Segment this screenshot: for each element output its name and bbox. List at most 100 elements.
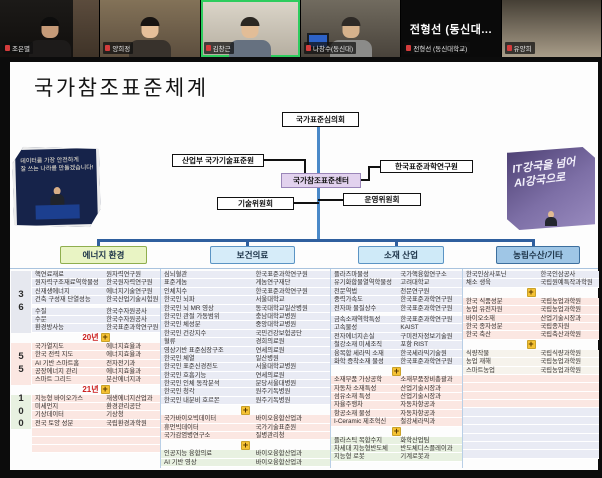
table-row (463, 433, 599, 443)
participant-video-3-active-speaker[interactable]: 김창근 (200, 0, 301, 57)
participant-video-5-camera-off[interactable]: 전형선 (동신대... 전형선 (동신대학교) (401, 0, 502, 57)
muted-mic-icon (506, 45, 512, 51)
standard-item: 혈류 (164, 338, 176, 346)
participant-video-4[interactable]: 나창수(동신대) (300, 0, 402, 57)
responsible-org: 한국표준과학연구원 (400, 296, 453, 304)
responsible-org: 한국표준과학연구원 (255, 271, 308, 278)
plus-marker: + (161, 440, 330, 450)
responsible-org: 바이오융합산업과 (255, 450, 302, 458)
responsible-org: 재생에너지산업과 (106, 394, 153, 402)
responsible-org: 국립농업과학원 (540, 306, 582, 314)
responsible-org: 국립농업과학원 (540, 366, 582, 374)
responsible-org: 원주기독병원 (255, 396, 291, 404)
plus-icon: + (100, 332, 110, 343)
responsible-org: 에너지효율과 (106, 342, 141, 350)
standard-item: 식량작물 (466, 349, 490, 357)
participant-video-2[interactable]: 양희정 (100, 0, 201, 57)
responsible-org: 중앙대학교병원 (255, 321, 297, 329)
participant-name: 유양희 (513, 46, 532, 53)
responsible-org: 국립축산과학원 (540, 331, 582, 339)
responsible-org: 국립식량과학원 (540, 349, 582, 357)
standard-item: 환경방사능 (35, 324, 64, 332)
responsible-org: 한국표준과학연구원 (400, 315, 453, 323)
responsible-org: 화학산업팀 (400, 436, 430, 444)
standard-item: 전국 토양 성분 (35, 419, 74, 427)
responsible-org: 한국표준과학연구원 (400, 304, 453, 312)
table-row (463, 391, 599, 401)
responsible-org: 일산병원 (255, 354, 279, 362)
responsible-org: 연세의료원 (255, 346, 285, 354)
table-row: 한국 축산 국립축산과학원 (463, 331, 599, 340)
plus-icon: + (392, 426, 401, 437)
participant-video-6[interactable]: 유양희 (501, 0, 602, 57)
category-header-materials-industry: 소재 산업 (358, 246, 444, 264)
plus-marker: + (331, 427, 462, 437)
table-row (463, 374, 599, 384)
standard-item: 기상데이터 (35, 411, 64, 419)
org-box-steering-committee: 운영위원회 (343, 193, 421, 206)
responsible-org: 한국표준과학연구원 (255, 287, 308, 295)
responsible-org: 소재부품장비총괄과 (400, 376, 453, 384)
org-box-national-standards-council: 국가표준심의회 (282, 112, 359, 127)
participant-video-1[interactable]: 조은별 (0, 0, 101, 57)
standard-item: 한국인 표준신경전도 (164, 363, 218, 371)
plus-icon: + (241, 439, 250, 450)
muted-mic-icon (406, 45, 412, 51)
participant-name-badge: 전형선 (동신대학교) (404, 42, 471, 54)
standard-item: 한국 전력 지도 (35, 351, 74, 359)
standard-item: 한국인 체열 (164, 354, 195, 362)
standard-item: 한국인 청각 (164, 388, 195, 396)
responsible-org: 철강세라믹과 (400, 418, 436, 426)
responsible-org: 기계로봇과 (400, 453, 430, 461)
standard-item: 심뇌혈관 (164, 271, 188, 278)
standard-item: 융복합 세라믹 소재 (334, 349, 384, 357)
responsible-org: 서울대학교병원 (255, 363, 297, 371)
year-marker: 20년+ (32, 333, 160, 343)
standard-item: 바이오소재 (466, 314, 495, 322)
category-header-energy-environment: 에너지 환경 (60, 246, 147, 264)
table-row (463, 425, 599, 434)
standard-item: 한국 축산 (466, 331, 491, 339)
standard-item: 한국인 관절 가동범위 (164, 312, 220, 320)
responsible-org: 경희의료원 (255, 338, 285, 346)
responsible-org: 국립농업과학원 (540, 297, 582, 305)
slide-title: 국가참조표준체계 (34, 77, 209, 100)
responsible-org: 한국표준과학연구원 (400, 357, 453, 365)
standard-item: 한국인 뇌파 (164, 296, 195, 304)
standard-item: 금속소재역학특성 (334, 315, 381, 323)
participant-name: 조은별 (12, 46, 30, 53)
responsible-org: 원자력연구원 (106, 271, 141, 278)
table-row (32, 436, 160, 446)
column-divider (462, 269, 463, 468)
participant-silhouette (220, 17, 280, 57)
standard-item: 채소 생육 (466, 279, 491, 287)
standard-item: 고속물성 (334, 324, 358, 332)
standard-item: AI 기반 스마트홈 (35, 359, 80, 367)
count-existing: 36 (11, 271, 31, 333)
responsible-org: 연세의료원 (255, 371, 285, 379)
standard-item: 건축 구성재 단열성능 (35, 296, 91, 304)
